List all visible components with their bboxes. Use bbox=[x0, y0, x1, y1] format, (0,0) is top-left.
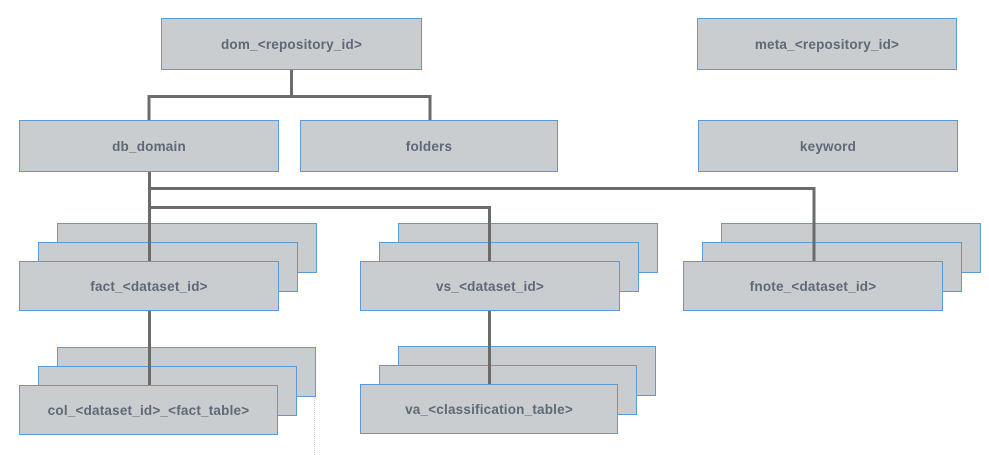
node-vs-dataset: vs_<dataset_id> bbox=[360, 261, 620, 311]
node-dom-repository: dom_<repository_id> bbox=[161, 18, 422, 70]
node-fact-dataset: fact_<dataset_id> bbox=[19, 261, 279, 311]
page-break-line bbox=[314, 350, 315, 455]
node-keyword: keyword bbox=[698, 120, 958, 172]
node-col-dataset-fact-table: col_<dataset_id>_<fact_table> bbox=[19, 385, 278, 435]
node-label: col_<dataset_id>_<fact_table> bbox=[47, 402, 250, 418]
node-label: vs_<dataset_id> bbox=[435, 278, 545, 294]
node-fnote-dataset: fnote_<dataset_id> bbox=[683, 261, 943, 311]
node-label: fnote_<dataset_id> bbox=[749, 278, 877, 294]
node-label: keyword bbox=[799, 138, 857, 154]
node-db-domain: db_domain bbox=[19, 120, 279, 172]
node-label: folders bbox=[405, 138, 453, 154]
node-meta-repository: meta_<repository_id> bbox=[697, 18, 957, 70]
node-va-classification-table: va_<classification_table> bbox=[360, 384, 618, 434]
node-folders: folders bbox=[300, 120, 558, 172]
node-label: fact_<dataset_id> bbox=[90, 278, 208, 294]
node-label: meta_<repository_id> bbox=[754, 36, 900, 52]
node-label: dom_<repository_id> bbox=[220, 36, 363, 52]
node-label: va_<classification_table> bbox=[405, 401, 573, 417]
edge-dom-to-dbdomain-folders bbox=[147, 95, 432, 120]
node-label: db_domain bbox=[112, 138, 186, 154]
